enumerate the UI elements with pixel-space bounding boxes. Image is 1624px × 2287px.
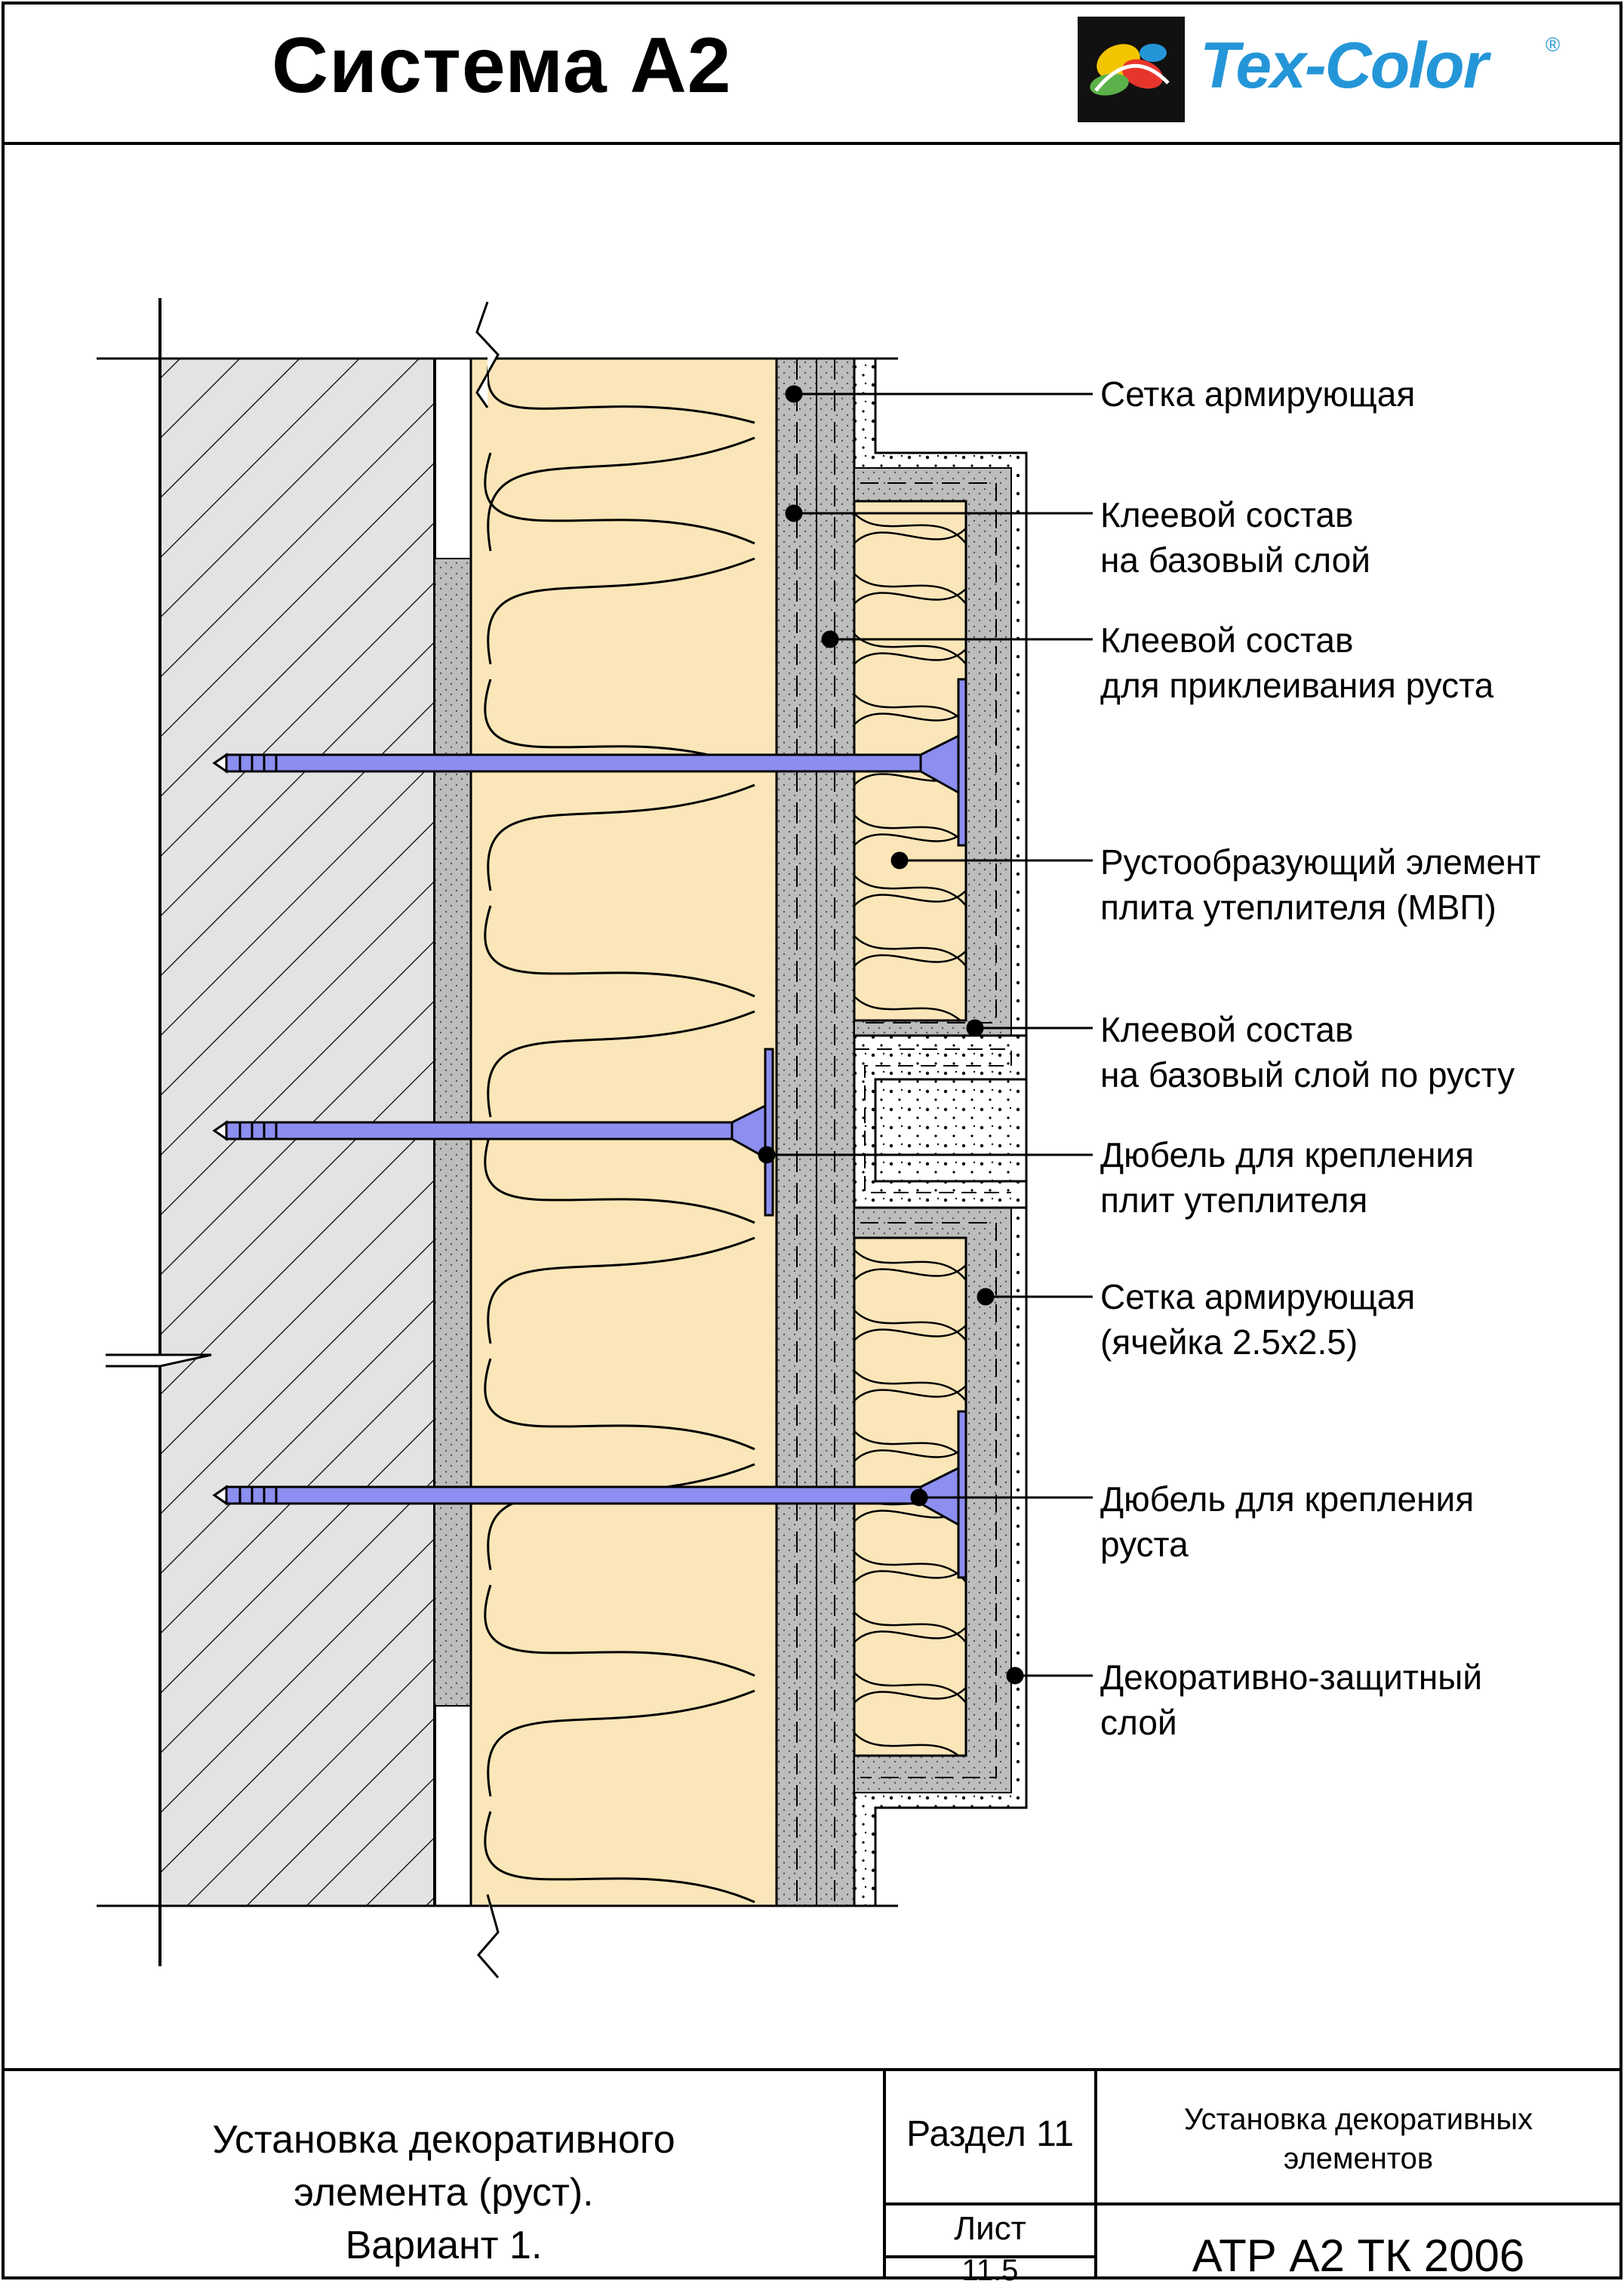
- tex-color-logo: [1078, 17, 1185, 122]
- rust-dowel-upper: [212, 678, 967, 847]
- base-coat-layers: [775, 357, 856, 1907]
- section-number: Раздел 11: [906, 2114, 1074, 2154]
- title-block: [3, 2068, 1621, 2278]
- callout-reinforcing-mesh-cell: Сетка армирующая(ячейка 2.5x2.5): [1100, 1277, 1416, 1362]
- leader-lines: [758, 385, 1093, 1685]
- sheet-label: Лист: [954, 2210, 1026, 2247]
- page-title: Система А2: [272, 22, 732, 109]
- drawing-description: Установка декоративного элемента (руст).…: [212, 2118, 675, 2267]
- rust-groove: [853, 1034, 1028, 1209]
- callout-reinforcing-mesh: Сетка армирующая: [1100, 374, 1416, 414]
- brand-registered-mark: ®: [1546, 33, 1561, 56]
- section-topic: Установка декоративных элементов: [1183, 2103, 1533, 2175]
- brand-name: Tex-Color: [1200, 29, 1488, 102]
- sheet-number: 11.5: [961, 2254, 1019, 2287]
- document-code: АТР А2 ТК 2006: [1192, 2230, 1525, 2281]
